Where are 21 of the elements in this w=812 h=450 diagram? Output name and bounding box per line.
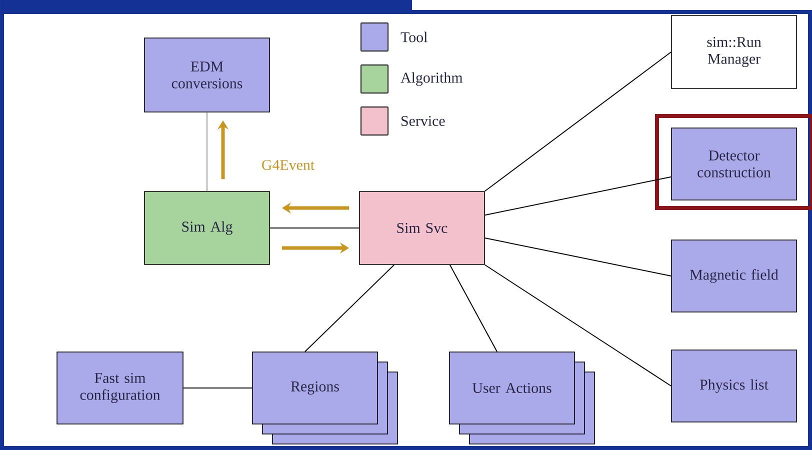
component-box: Sim Alg xyxy=(144,191,270,265)
stacked-box: Regions xyxy=(252,352,398,444)
edge-label: G4Event xyxy=(260,158,316,172)
legend-label: Algorithm xyxy=(400,72,463,86)
component-box: Fast sim configuration xyxy=(56,352,184,424)
connector-line xyxy=(484,52,672,192)
component-box: Detector construction xyxy=(671,128,797,200)
connector-line xyxy=(449,264,498,352)
connector-line xyxy=(484,264,672,386)
component-box: Physics list xyxy=(671,350,797,422)
connector-line xyxy=(206,112,208,192)
legend-label: Service xyxy=(402,116,445,126)
connector-line xyxy=(484,238,672,276)
component-box: EDM conversions xyxy=(144,38,270,112)
stacked-box: User Actions xyxy=(449,352,595,444)
legend-label: Tool xyxy=(400,32,428,42)
component-box: sim::Run Manager xyxy=(671,15,797,89)
connector-line xyxy=(484,176,672,216)
connector-line xyxy=(304,264,395,352)
component-box: Sim Svc xyxy=(359,191,485,265)
component-box: Magnetic field xyxy=(671,240,797,312)
